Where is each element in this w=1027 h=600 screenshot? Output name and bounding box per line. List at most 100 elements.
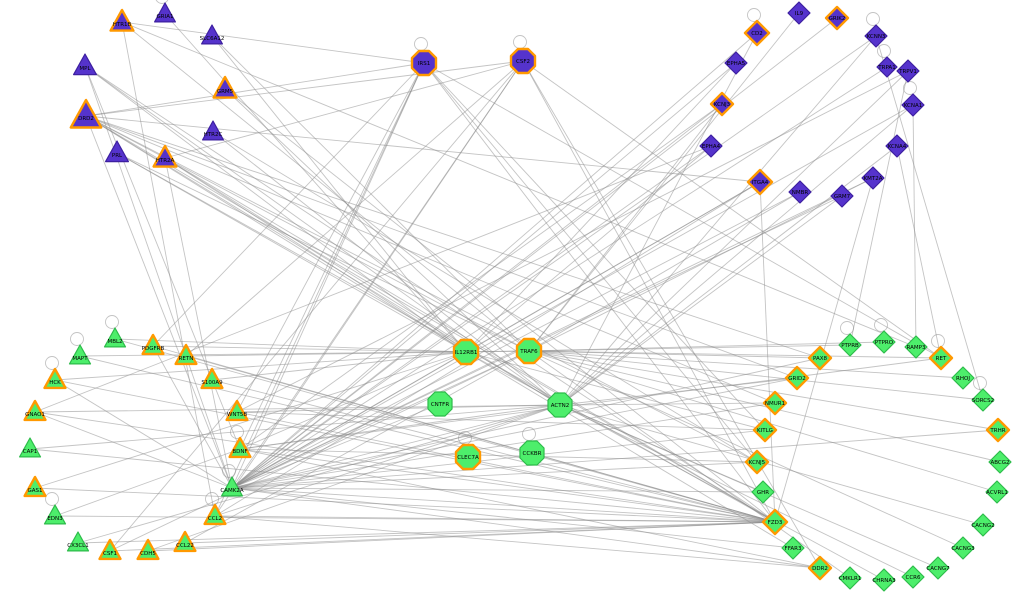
node-shape-octagon[interactable] xyxy=(410,49,438,77)
node-gt7[interactable]: GNAO1 xyxy=(23,399,47,422)
node-shape-triangle[interactable] xyxy=(103,327,127,348)
node-shape-diamond[interactable] xyxy=(904,335,928,359)
node-shape-diamond[interactable] xyxy=(744,449,770,475)
node-gt4[interactable]: MAPT xyxy=(68,344,92,365)
node-shape-octagon[interactable] xyxy=(515,337,543,365)
node-shape-triangle[interactable] xyxy=(136,538,160,561)
node-shape-diamond[interactable] xyxy=(951,536,975,560)
node-pt3[interactable]: SLC6A12 xyxy=(200,24,225,45)
node-shape-diamond[interactable] xyxy=(838,333,862,357)
node-shape-diamond[interactable] xyxy=(787,1,811,25)
node-gd9[interactable]: SORCS2 xyxy=(971,388,995,412)
node-pt4[interactable]: MPL xyxy=(72,53,98,76)
node-gt5[interactable]: HCK xyxy=(43,367,67,390)
node-pt7[interactable]: HTR2C xyxy=(202,120,224,141)
node-gt1[interactable]: MBL2 xyxy=(103,327,127,348)
node-shape-diamond[interactable] xyxy=(885,134,909,158)
node-shape-triangle[interactable] xyxy=(43,504,67,525)
node-shape-diamond[interactable] xyxy=(971,388,995,412)
node-shape-diamond[interactable] xyxy=(988,450,1012,474)
node-shape-triangle[interactable] xyxy=(109,8,135,32)
node-go3[interactable]: CNTFR xyxy=(427,391,453,417)
node-gd17[interactable]: CACNG2 xyxy=(971,513,995,537)
node-shape-triangle[interactable] xyxy=(66,531,90,552)
node-pd9[interactable]: KCNA1 xyxy=(901,93,925,117)
node-shape-diamond[interactable] xyxy=(864,24,888,48)
node-shape-triangle[interactable] xyxy=(23,475,47,498)
node-gt6[interactable]: S100A9 xyxy=(200,367,224,390)
node-shape-triangle[interactable] xyxy=(203,503,227,526)
node-gt15[interactable]: CX3CL1 xyxy=(66,531,90,552)
node-gd13[interactable]: ABCG2 xyxy=(988,450,1012,474)
node-shape-triangle[interactable] xyxy=(72,53,98,76)
node-shape-octagon[interactable] xyxy=(427,391,453,417)
node-shape-triangle[interactable] xyxy=(225,399,249,422)
node-go4[interactable]: ACTN2 xyxy=(547,392,573,418)
node-pt8[interactable]: PRL xyxy=(104,140,129,163)
node-gd18[interactable]: FFAR3 xyxy=(781,536,805,560)
node-shape-diamond[interactable] xyxy=(699,134,723,158)
node-shape-diamond[interactable] xyxy=(896,59,920,83)
node-go2[interactable]: TRAF6 xyxy=(515,337,543,365)
node-pd1[interactable]: CD2 xyxy=(743,19,771,47)
node-shape-triangle[interactable] xyxy=(202,120,224,141)
node-shape-octagon[interactable] xyxy=(454,443,482,471)
node-pd8[interactable]: KCNJ3 xyxy=(709,91,735,117)
node-pd11[interactable]: KCNA4 xyxy=(885,134,909,158)
node-pd10[interactable]: EPHA4 xyxy=(699,134,723,158)
node-gd22[interactable]: CMKLR1 xyxy=(838,566,862,590)
node-shape-diamond[interactable] xyxy=(807,555,833,581)
node-pd3[interactable]: GRIK2 xyxy=(824,5,850,31)
node-shape-diamond[interactable] xyxy=(746,168,774,196)
node-shape-diamond[interactable] xyxy=(928,345,954,371)
node-po1[interactable]: IRS1 xyxy=(410,49,438,77)
node-shape-octagon[interactable] xyxy=(519,440,545,466)
node-gd24[interactable]: CCR6 xyxy=(901,565,925,589)
node-shape-diamond[interactable] xyxy=(951,366,975,390)
node-pd4[interactable]: KCNN3 xyxy=(864,24,888,48)
node-shape-diamond[interactable] xyxy=(830,184,854,208)
node-gt10[interactable]: BDNF xyxy=(228,436,252,459)
node-shape-triangle[interactable] xyxy=(212,75,238,99)
node-shape-diamond[interactable] xyxy=(709,91,735,117)
node-gd21[interactable]: CACNG7 xyxy=(926,556,950,580)
node-gd15[interactable]: ACVRL1 xyxy=(985,480,1009,504)
node-shape-diamond[interactable] xyxy=(861,166,885,190)
node-pt1[interactable]: HTR1B xyxy=(109,8,135,32)
node-gd7[interactable]: RHOJ xyxy=(951,366,975,390)
node-shape-diamond[interactable] xyxy=(751,480,775,504)
node-gd11[interactable]: TRHR xyxy=(985,417,1011,443)
node-gt11[interactable]: GAS1 xyxy=(23,475,47,498)
node-shape-triangle[interactable] xyxy=(68,344,92,365)
node-gd12[interactable]: KCNJ5 xyxy=(744,449,770,475)
node-gt13[interactable]: EDN3 xyxy=(43,504,67,525)
node-shape-diamond[interactable] xyxy=(788,180,812,204)
node-shape-diamond[interactable] xyxy=(985,480,1009,504)
node-gd6[interactable]: GRID2 xyxy=(784,365,810,391)
node-shape-triangle[interactable] xyxy=(154,2,176,23)
node-shape-triangle[interactable] xyxy=(173,530,197,553)
node-go1[interactable]: IL12RB1 xyxy=(452,338,480,366)
node-pt2[interactable]: GRIA1 xyxy=(154,2,176,23)
node-shape-diamond[interactable] xyxy=(985,417,1011,443)
node-gt14[interactable]: CCL2 xyxy=(203,503,227,526)
node-shape-diamond[interactable] xyxy=(901,565,925,589)
node-shape-triangle[interactable] xyxy=(221,476,243,497)
node-shape-diamond[interactable] xyxy=(872,330,896,354)
node-shape-diamond[interactable] xyxy=(901,93,925,117)
node-gd1[interactable]: PTPRB xyxy=(838,333,862,357)
node-shape-diamond[interactable] xyxy=(762,390,788,416)
node-shape-triangle[interactable] xyxy=(43,367,67,390)
node-shape-triangle[interactable] xyxy=(201,24,223,45)
node-shape-octagon[interactable] xyxy=(509,47,537,75)
node-shape-triangle[interactable] xyxy=(69,98,103,129)
node-shape-diamond[interactable] xyxy=(824,5,850,31)
node-gd23[interactable]: CHRNA3 xyxy=(872,568,896,592)
node-gt9[interactable]: CAP1 xyxy=(19,437,42,458)
node-shape-diamond[interactable] xyxy=(876,56,898,78)
node-shape-diamond[interactable] xyxy=(926,556,950,580)
node-gd19[interactable]: CACNG3 xyxy=(951,536,975,560)
node-shape-diamond[interactable] xyxy=(838,566,862,590)
node-shape-triangle[interactable] xyxy=(200,367,224,390)
node-pd12[interactable]: ITGA4 xyxy=(746,168,774,196)
